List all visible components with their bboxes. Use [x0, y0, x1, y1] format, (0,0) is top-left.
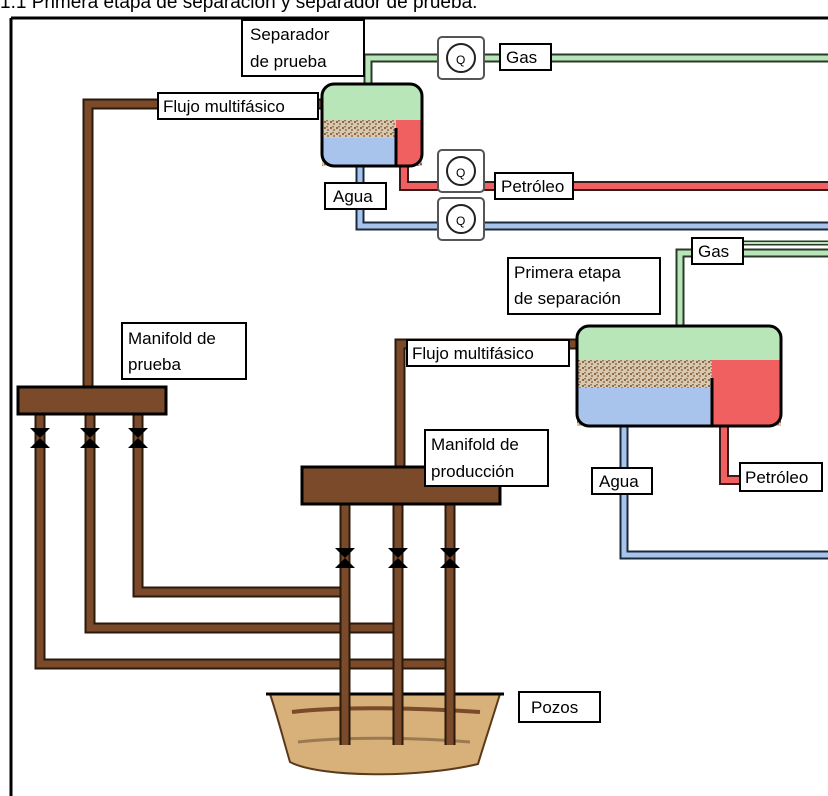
first-stage-oil-pipe [721, 425, 740, 483]
first-stage-separator-label: Primera etapa de separación [507, 257, 661, 315]
wells-label-text: Pozos [531, 698, 578, 717]
first-stage-oil-label: Petróleo [739, 462, 823, 492]
production-manifold-valves [335, 548, 460, 568]
test-separator-label-line2: de prueba [250, 52, 327, 71]
test-multiphase-label: Flujo multifásico [157, 92, 319, 120]
test-manifold-label: Manifold de prueba [121, 322, 247, 380]
test-water-label-text: Agua [333, 187, 373, 206]
test-water-label: Agua [324, 182, 387, 210]
first-stage-gas-pipe [677, 250, 828, 330]
test-oil-pipe [401, 160, 828, 189]
oil-flow-meter: Q [437, 149, 485, 193]
test-separator-label: Separador de prueba [241, 19, 365, 77]
test-manifold-valves [30, 428, 148, 448]
wells-label: Pozos [518, 691, 601, 723]
water-flow-meter: Q [437, 197, 485, 241]
wells-ground [266, 692, 504, 776]
first-stage-gas-label: Gas [691, 237, 744, 265]
first-stage-water-label-text: Agua [599, 472, 639, 491]
test-separator-label-line1: Separador [250, 25, 330, 44]
production-multiphase-label: Flujo multifásico [406, 339, 570, 367]
test-oil-label-text: Petróleo [501, 177, 564, 196]
test-gas-label: Gas [499, 43, 552, 71]
test-separator-vessel [320, 82, 424, 168]
test-manifold [16, 385, 168, 416]
diagram-title: 1.1 Primera etapa de separación y separa… [0, 0, 477, 13]
test-manifold-label-line1: Manifold de [128, 329, 216, 348]
meter-q-symbol: Q [456, 166, 465, 180]
first-stage-label-line2: de separación [514, 289, 621, 308]
first-stage-separator-vessel [575, 324, 783, 428]
production-manifold-label-line1: Manifold de [431, 435, 519, 454]
test-manifold-label-line2: prueba [128, 355, 181, 374]
test-water-pipe-outline [355, 165, 828, 231]
first-stage-label-line1: Primera etapa [514, 263, 621, 282]
test-water-pipe [357, 165, 828, 229]
production-manifold-label: Manifold de producción [424, 429, 549, 487]
first-stage-water-label: Agua [591, 467, 653, 495]
gas-flow-meter: Q [437, 36, 485, 80]
first-stage-oil-label-text: Petróleo [745, 468, 808, 487]
production-multiphase-label-text: Flujo multifásico [412, 344, 534, 363]
test-multiphase-label-text: Flujo multifásico [163, 97, 285, 116]
production-manifold-label-line2: producción [431, 462, 514, 481]
test-oil-label: Petróleo [494, 172, 574, 200]
test-gas-label-text: Gas [506, 48, 537, 67]
first-stage-gas-label-text: Gas [698, 242, 729, 261]
meter-q-symbol: Q [456, 53, 465, 67]
meter-q-symbol: Q [456, 214, 465, 228]
